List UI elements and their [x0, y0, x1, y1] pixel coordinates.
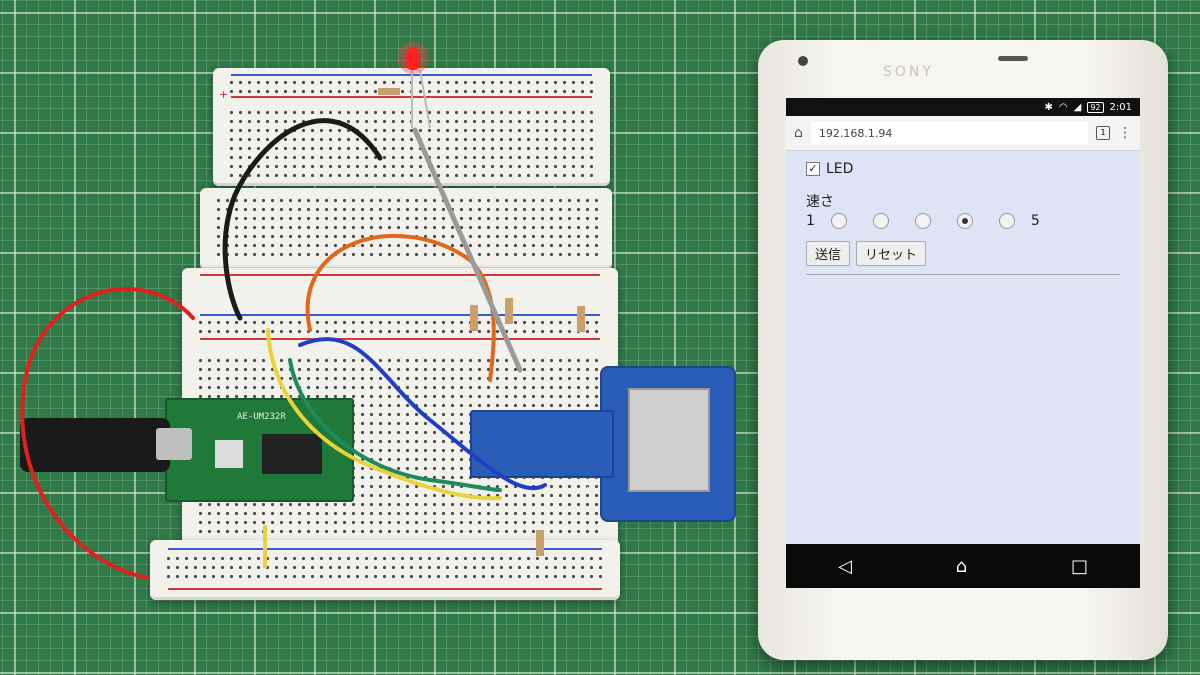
phone-screen: ✱ ◠ ◢ 92 2:01 ⌂ 192.168.1.94 1 ⋮ ✓ LED 速: [786, 98, 1140, 588]
android-nav-bar: ◁ ⌂ □: [786, 544, 1140, 588]
bluetooth-icon: ✱: [1044, 101, 1053, 113]
address-bar[interactable]: 192.168.1.94: [810, 122, 1088, 144]
home-icon[interactable]: ⌂: [955, 555, 968, 577]
esp-module: AE-ESP-WROOM-02: [584, 366, 736, 522]
module-label: AE-UM232R: [237, 412, 286, 422]
speed-radio-1[interactable]: [830, 213, 847, 229]
speed-radio-group: 1 5: [806, 213, 1120, 229]
usb-cable-plug: [20, 418, 192, 472]
button-row: 送信 リセット: [806, 241, 1120, 266]
earpiece: [998, 56, 1028, 61]
browser-toolbar: ⌂ 192.168.1.94 1 ⋮: [786, 116, 1140, 151]
url-text: 192.168.1.94: [818, 126, 893, 140]
usb-serial-module: AE-UM232R: [165, 398, 354, 502]
battery-icon: 92: [1087, 101, 1104, 113]
orange-wire: [305, 233, 496, 382]
page-content: ✓ LED 速さ 1 5 送信 リセット: [786, 151, 1140, 275]
red-wire: [20, 287, 195, 580]
speed-max-label: 5: [1030, 213, 1040, 229]
resistor: [577, 306, 585, 332]
red-led: [406, 48, 420, 70]
signal-icon: ◢: [1073, 101, 1082, 113]
wifi-icon: ◠: [1058, 101, 1068, 113]
led-checkbox[interactable]: ✓: [806, 162, 820, 176]
speed-radio-4[interactable]: [956, 213, 973, 229]
status-bar: ✱ ◠ ◢ 92 2:01: [786, 98, 1140, 116]
divider: [806, 274, 1120, 275]
resistor: [470, 305, 478, 331]
clock: 2:01: [1109, 101, 1132, 113]
reset-button[interactable]: リセット: [856, 241, 927, 266]
led-leg: [419, 69, 431, 129]
front-camera: [798, 56, 808, 66]
speed-radio-3[interactable]: [914, 213, 931, 229]
resistor: [536, 530, 544, 556]
tab-count-button[interactable]: 1: [1096, 126, 1110, 140]
breadboard-middle: [200, 188, 612, 270]
phone-brand: SONY: [883, 64, 934, 80]
esp-adapter-board: [470, 410, 614, 478]
led-label: LED: [826, 161, 854, 177]
speed-radio-5[interactable]: [998, 213, 1015, 229]
overflow-menu-icon[interactable]: ⋮: [1118, 125, 1132, 141]
green-wire: [288, 358, 502, 492]
back-icon[interactable]: ◁: [837, 555, 852, 577]
send-button[interactable]: 送信: [806, 241, 851, 266]
home-icon[interactable]: ⌂: [794, 125, 803, 141]
smartphone: SONY ✱ ◠ ◢ 92 2:01 ⌂ 192.168.1.94 1 ⋮ ✓: [758, 40, 1168, 660]
speed-title: 速さ: [806, 194, 834, 210]
speed-radio-2[interactable]: [872, 213, 889, 229]
blue-wire: [298, 337, 547, 491]
led-row: ✓ LED: [806, 161, 1120, 177]
speed-min-label: 1: [806, 213, 815, 229]
black-wire: [222, 118, 383, 321]
recents-icon[interactable]: □: [1071, 555, 1089, 577]
gray-wire: [412, 127, 523, 373]
resistor: [378, 88, 400, 95]
yellow-wire: [266, 328, 502, 501]
resistor: [505, 298, 513, 324]
